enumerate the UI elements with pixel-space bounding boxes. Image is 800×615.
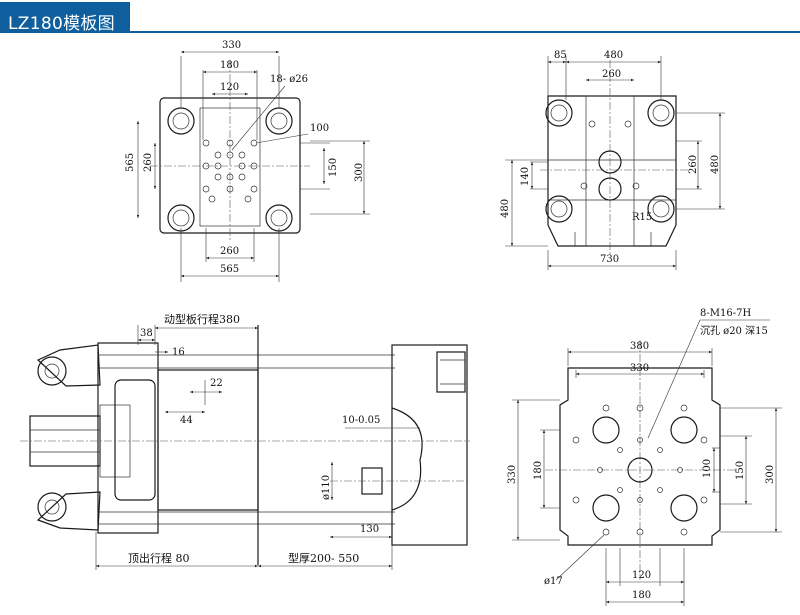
dim-730: 730 [600, 254, 619, 265]
dim-150: 150 [328, 158, 339, 177]
rear-center-hole-bottom [598, 177, 622, 201]
dim-d17: ø17 [544, 576, 563, 587]
dim-565-v: 565 [125, 153, 136, 172]
dim-260-h: 260 [220, 246, 239, 257]
label-18-holes: 18- ø26 [270, 74, 308, 85]
dim-180-left: 180 [533, 461, 544, 480]
large-hole-4 [670, 494, 698, 522]
dim-d110: ø110 [321, 475, 332, 500]
dim-565-h: 565 [220, 264, 239, 275]
large-hole-1 [592, 416, 620, 444]
label-eject-stroke: 顶出行程 80 [128, 551, 190, 565]
moving-platen-frame [97, 342, 159, 534]
fixed-platen [391, 344, 468, 546]
dim-260-top: 260 [602, 69, 621, 80]
dim-22: 22 [210, 378, 223, 389]
dim-480-top: 480 [604, 50, 623, 61]
dim-120-bottom: 120 [632, 570, 651, 581]
dim-330: 330 [222, 40, 241, 51]
page-title: LZ180模板图 [8, 14, 115, 34]
header-rule [0, 31, 800, 33]
front-platen-view: 330 180 120 18- ø26 100 565 260 150 300 … [125, 40, 370, 282]
dim-480-left: 480 [500, 199, 511, 218]
dim-38: 38 [140, 328, 153, 339]
dim-44: 44 [180, 415, 193, 426]
header-bar: LZ180模板图 [0, 0, 800, 36]
label-r15: R15 [632, 212, 652, 223]
dim-330-top: 330 [630, 363, 649, 374]
mold-plate-view: 8-M16-7H 沉孔 ø20 深15 380 330 330 180 100 … [507, 308, 782, 606]
rear-center-hole-top [598, 150, 622, 174]
dim-180-bottom: 180 [632, 590, 651, 601]
dim-300-right: 300 [765, 465, 776, 484]
dim-120: 120 [220, 82, 239, 93]
dim-10-005: 10-0.05 [342, 415, 380, 426]
side-view: 38 动型板行程380 16 22 44 10-0.05 ø110 130 顶出… [20, 312, 470, 570]
dim-480-right: 480 [710, 155, 721, 174]
label-counterbore: 沉孔 ø20 深15 [700, 324, 768, 337]
toggle-pivot-top [37, 356, 67, 386]
dim-85: 85 [554, 50, 567, 61]
dim-100: 100 [310, 123, 329, 134]
title-tab: LZ180模板图 [0, 2, 130, 34]
dim-16: 16 [172, 347, 185, 358]
large-hole-2 [670, 416, 698, 444]
dim-100-right: 100 [702, 459, 713, 478]
center-locating-hole [627, 457, 653, 483]
dim-300: 300 [354, 163, 365, 182]
dim-330-left: 330 [507, 465, 518, 484]
rear-platen-outline [547, 95, 677, 247]
dim-180: 180 [220, 60, 239, 71]
rear-tie-bar-holes [545, 99, 675, 223]
label-platen-stroke: 动型板行程380 [164, 312, 240, 326]
toggle-pivot-bottom [37, 492, 67, 522]
dim-140: 140 [520, 167, 531, 186]
moving-mold-plate [157, 369, 259, 511]
threaded-holes [572, 404, 708, 536]
mold-plate-outline [559, 367, 721, 546]
label-thread: 8-M16-7H [700, 308, 751, 319]
dim-260-v: 260 [143, 153, 154, 172]
large-hole-3 [592, 494, 620, 522]
dim-130: 130 [360, 524, 379, 535]
label-mold-thickness: 型厚200- 550 [288, 551, 359, 565]
dim-380: 380 [630, 341, 649, 352]
rear-platen-view: 85 480 260 260 480 140 480 R15 730 [500, 50, 725, 270]
dim-260-right: 260 [688, 155, 699, 174]
dim-150-right: 150 [735, 461, 746, 480]
